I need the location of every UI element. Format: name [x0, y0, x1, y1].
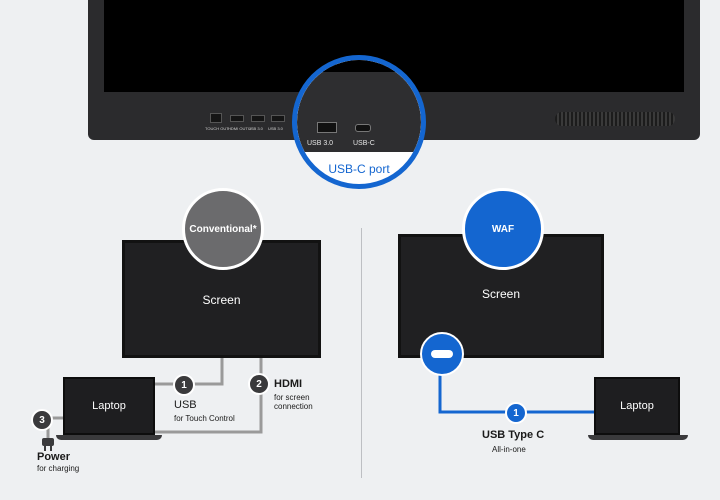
step-2-badge: 2 — [248, 373, 270, 395]
waf-badge: WAF — [462, 188, 544, 270]
conventional-badge: Conventional* — [182, 188, 264, 270]
magnified-usb-port — [317, 122, 337, 133]
conventional-screen-label: Screen — [202, 293, 241, 307]
power-caption-sub: for charging — [37, 464, 80, 473]
magnified-screen — [297, 60, 421, 72]
touch-out-port — [210, 113, 222, 123]
conventional-badge-label: Conventional* — [189, 223, 257, 235]
waf-laptop — [594, 377, 680, 435]
magnified-usb-label: USB 3.0 — [307, 140, 334, 147]
magnified-usbc-label: USB-C — [353, 140, 375, 147]
usb-port-1 — [251, 115, 265, 122]
usbc-caption-sub: All-in-one — [492, 445, 526, 454]
port-label-usb-2: USB 3.0 — [268, 126, 283, 131]
power-plug — [42, 438, 54, 446]
port-label-hdmi-out: HDMI OUT 1 — [228, 126, 252, 131]
conventional-laptop-label: Laptop — [92, 400, 126, 412]
waf-screen-label: Screen — [481, 287, 521, 301]
step-1-badge: 1 — [173, 374, 195, 396]
magnified-usbc-port — [355, 124, 371, 132]
hdmi-out-port — [230, 115, 244, 122]
speaker-grille — [555, 112, 675, 126]
usb-port-2 — [271, 115, 285, 122]
power-caption: Power — [37, 451, 71, 463]
step-3-badge: 3 — [31, 409, 53, 431]
magnified-panel — [297, 60, 421, 152]
usbc-port-caption: USB-C port — [328, 162, 390, 176]
port-label-usb-1: USB 3.0 — [248, 126, 263, 131]
usbc-icon — [431, 350, 453, 358]
waf-step-1-badge: 1 — [505, 402, 527, 424]
usb-caption-sub: for Touch Control — [174, 414, 235, 423]
usbc-connector-circle — [420, 332, 464, 376]
waf-laptop-label: Laptop — [620, 400, 654, 412]
usbc-cable — [438, 370, 596, 414]
hdmi-caption-sub: for screen connection — [274, 393, 313, 411]
waf-badge-label: WAF — [491, 223, 515, 235]
waf-laptop-base — [588, 435, 688, 440]
port-label-touch-out: TOUCH OUT — [205, 126, 229, 131]
magnifier-circle: USB 3.0 USB-C USB-C port — [292, 55, 426, 189]
hdmi-caption: HDMI — [274, 378, 303, 390]
usb-caption: USB — [174, 399, 197, 411]
conventional-laptop — [63, 377, 155, 435]
section-divider — [361, 228, 362, 478]
usbc-caption: USB Type C — [482, 429, 545, 441]
conventional-laptop-base — [56, 435, 162, 440]
